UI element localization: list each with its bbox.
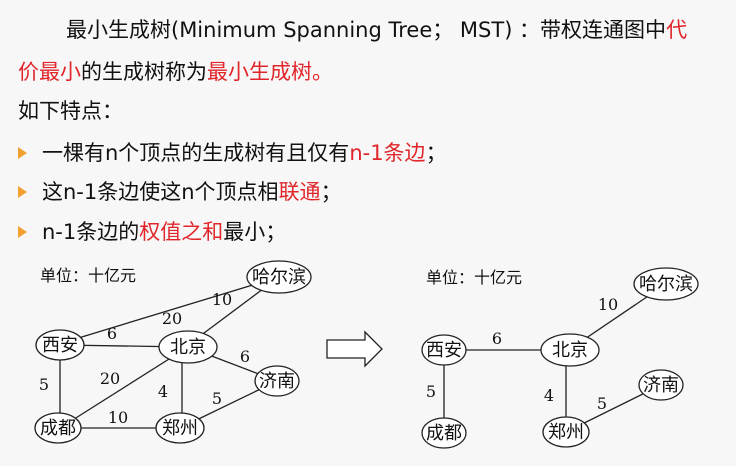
transform-arrow-icon bbox=[326, 330, 383, 368]
weight-beijing-jinan: 6 bbox=[240, 347, 250, 366]
weight-chengdu-zhengzhou: 10 bbox=[108, 408, 128, 427]
weight-beijing-harbin: 10 bbox=[212, 290, 232, 309]
node-jinan bbox=[254, 365, 300, 397]
weight-xian-harbin: 20 bbox=[162, 309, 182, 328]
node-jinan bbox=[638, 369, 684, 401]
definition-text: 的生成树称为 bbox=[81, 60, 207, 84]
node-label-beijing: 北京 bbox=[552, 340, 588, 361]
bullet-arrow-icon bbox=[18, 226, 27, 238]
left-graph-unit-label: 单位：十亿元 bbox=[40, 266, 137, 285]
weight-beijing-harbin: 10 bbox=[598, 295, 618, 314]
node-xian bbox=[421, 334, 467, 366]
definition-line-2: 价最小的生成树称为最小生成树。 bbox=[18, 58, 333, 86]
node-chengdu bbox=[421, 417, 467, 449]
definition-text: 最小生成树(Minimum Spanning Tree； MST) ：带权连通图… bbox=[66, 18, 667, 42]
weight-zhengzhou-jinan: 5 bbox=[597, 394, 607, 413]
weight-xian-beijing: 6 bbox=[492, 329, 502, 348]
definition-highlight: 最小生成树。 bbox=[207, 60, 333, 84]
bullet-item: 一棵有n个顶点的生成树有且仅有n-1条边； bbox=[42, 141, 447, 165]
edge-xian-harbin bbox=[61, 276, 280, 344]
node-zhengzhou bbox=[542, 416, 590, 448]
node-label-zhengzhou: 郑州 bbox=[162, 418, 198, 439]
node-label-xian: 西安 bbox=[426, 340, 462, 361]
node-zhengzhou bbox=[155, 412, 205, 444]
bullet-item: n-1条边的权值之和最小； bbox=[42, 220, 287, 244]
weight-xian-beijing: 6 bbox=[107, 324, 117, 343]
node-chengdu bbox=[34, 412, 82, 444]
node-beijing bbox=[158, 330, 218, 364]
node-label-zhengzhou: 郑州 bbox=[548, 422, 584, 443]
node-label-chengdu: 成都 bbox=[426, 423, 462, 444]
node-harbin bbox=[633, 267, 699, 301]
node-xian bbox=[35, 329, 85, 361]
node-label-jinan: 济南 bbox=[643, 375, 679, 396]
bullet-arrow-icon bbox=[18, 147, 27, 159]
weight-chengdu-beijing: 20 bbox=[100, 369, 120, 388]
definition-line-1: 最小生成树(Minimum Spanning Tree； MST) ：带权连通图… bbox=[66, 16, 687, 44]
definition-highlight: 价最小 bbox=[18, 60, 81, 84]
node-harbin bbox=[246, 260, 312, 294]
features-title: 如下特点： bbox=[18, 99, 123, 123]
weight-xian-chengdu: 5 bbox=[39, 375, 49, 394]
node-beijing bbox=[540, 333, 600, 367]
bullet-item: 这n-1条边使这n个顶点相联通； bbox=[42, 180, 342, 204]
node-label-jinan: 济南 bbox=[259, 371, 295, 392]
weight-xian-chengdu: 5 bbox=[426, 382, 436, 401]
definition-highlight: 代 bbox=[666, 18, 688, 42]
weight-beijing-zhengzhou: 4 bbox=[544, 386, 554, 405]
edge-chengdu-beijing bbox=[59, 346, 189, 429]
node-label-chengdu: 成都 bbox=[40, 418, 76, 439]
weight-beijing-zhengzhou: 4 bbox=[158, 382, 168, 401]
weight-zhengzhou-jinan: 5 bbox=[212, 389, 222, 408]
node-label-harbin: 哈尔滨 bbox=[639, 274, 693, 295]
node-label-xian: 西安 bbox=[42, 335, 78, 356]
node-label-harbin: 哈尔滨 bbox=[252, 267, 306, 288]
right-graph-unit-label: 单位：十亿元 bbox=[426, 268, 523, 287]
node-label-beijing: 北京 bbox=[170, 337, 206, 358]
bullet-arrow-icon bbox=[18, 186, 27, 198]
